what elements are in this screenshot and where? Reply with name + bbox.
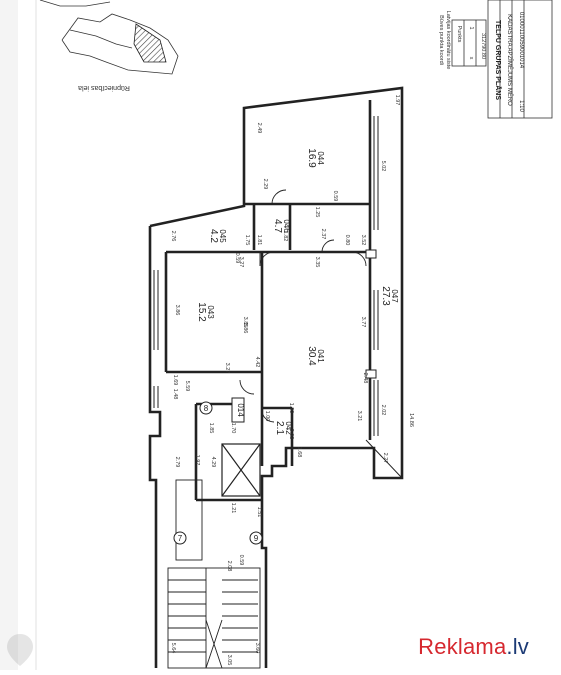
dimension-label: 2.27 — [382, 453, 388, 464]
dimension-label: 1.75 — [244, 235, 250, 246]
dimension-label: 1.51 — [256, 507, 262, 518]
scan-margin-shade — [0, 0, 18, 670]
watermark-tld: .lv — [506, 634, 529, 659]
dimension-labels: 1.97 2.49 5.02 2.29 1.25 0.59 2.37 0.80 1.82 1.75… — [170, 95, 414, 666]
dimension-label: 1.70 — [230, 423, 236, 434]
dimension-label: 1.97 — [194, 455, 200, 466]
watermark-brand: Reklama — [418, 634, 507, 659]
dimension-label: 2.08 — [226, 561, 232, 572]
group-id: 014 — [236, 403, 245, 417]
dimension-label: 3.86 — [174, 305, 180, 316]
dimension-label: 4.29 — [210, 457, 216, 468]
room-label-018: 04130.4 — [306, 346, 325, 366]
elevator-shaft — [221, 443, 261, 497]
room-label-015: 0454.2 — [208, 229, 227, 243]
dimension-label: 3.05 — [226, 655, 232, 666]
dimension-label: 2.48 — [362, 373, 368, 384]
doors — [239, 189, 367, 423]
dimension-label: 2.37 — [320, 229, 326, 240]
dimension-label: 2.29 — [262, 179, 268, 190]
plan-title: TELPU GRUPAS PLĀNS — [494, 20, 502, 100]
title-block — [451, 0, 553, 119]
dimension-label: 14.86 — [408, 413, 414, 427]
dimension-label: 5.64 — [170, 643, 176, 654]
room-label-020: 0422.1 — [274, 421, 293, 435]
dimension-label: 3.52 — [360, 235, 366, 246]
dimension-label: 3.86 — [242, 323, 248, 334]
dimension-label: 3.60 — [254, 643, 260, 654]
dimension-label: 0.80 — [344, 235, 350, 246]
dimension-label: 0.59 — [234, 253, 240, 264]
dimension-label: 1.82 — [282, 231, 288, 242]
room-label-019: 04727.3 — [380, 286, 399, 306]
coord-table-col: x — [468, 57, 474, 60]
dimension-label: 3.77 — [360, 317, 366, 328]
coord-table-head: Punkts — [456, 26, 462, 43]
dimension-label: 2.02 — [380, 405, 386, 416]
dimension-label: 1.85 — [208, 423, 214, 434]
staircase — [167, 479, 261, 669]
group-id-box — [231, 397, 245, 423]
dimension-label: 2.79 — [174, 457, 180, 468]
dimension-label: 3.35 — [314, 257, 320, 268]
location-inset — [39, 0, 179, 75]
dimension-label: 3.02 — [288, 429, 294, 440]
dimension-label: 0.59 — [332, 191, 338, 202]
dimension-label: 1.00 — [264, 411, 270, 422]
room-markers — [173, 401, 263, 545]
scale: 1:10 — [518, 100, 524, 112]
stair-left-mark: 7 — [178, 534, 183, 543]
street-name: Rūpniecības iela — [78, 84, 130, 91]
dimension-label: 3.85 — [242, 317, 248, 328]
cadastre-number: 01000110059001014 — [518, 12, 524, 69]
coord-note-2: Latvijas koordinātu siste — [445, 11, 451, 70]
stair-right-mark: 9 — [254, 534, 259, 543]
dimension-label: 3.27 — [238, 257, 244, 268]
dimension-label: 1.21 — [230, 503, 236, 514]
room-label-014: 04416.9 — [306, 148, 325, 168]
pin-icon — [7, 634, 33, 666]
dimension-label: 1.25 — [314, 207, 320, 218]
dimension-label: 5.59 — [184, 381, 190, 392]
dimension-label: 1.48 — [172, 389, 178, 400]
coord-point: 1 — [468, 26, 474, 29]
coord-value: 312790.80 — [480, 33, 486, 59]
dimension-label: 1.81 — [256, 235, 262, 246]
dimension-label: 0.59 — [238, 555, 244, 566]
pillar-mark: 8 — [204, 404, 209, 413]
room-labels: 04416.9 0454.2 0464.7 04315.2 04130.4 04727.3… — [196, 148, 399, 435]
dimension-label: 3.21 — [356, 411, 362, 422]
dimension-label: 1.90 — [288, 403, 294, 414]
coord-note-1: Būves punkta koordi — [438, 15, 444, 65]
dimension-label: 5.02 — [380, 161, 386, 172]
window-marks — [153, 116, 403, 479]
dimension-label: 1.69 — [172, 375, 178, 386]
walls — [148, 86, 404, 668]
reklama-watermark: Reklama.lv — [418, 634, 529, 660]
dimension-label: 1.97 — [394, 95, 400, 106]
dimension-label: 2.49 — [256, 123, 262, 134]
dimension-label: 1.68 — [296, 447, 302, 458]
dimension-label: 4.42 — [254, 357, 260, 368]
room-label-016: 0464.7 — [272, 219, 291, 233]
dimension-label: 3.27 — [224, 363, 230, 374]
measure-line: KADASTRA APZĪMĒJUMS MĒRO — [506, 14, 513, 106]
room-label-017: 04315.2 — [196, 302, 215, 322]
dimension-label: 2.76 — [170, 231, 176, 242]
